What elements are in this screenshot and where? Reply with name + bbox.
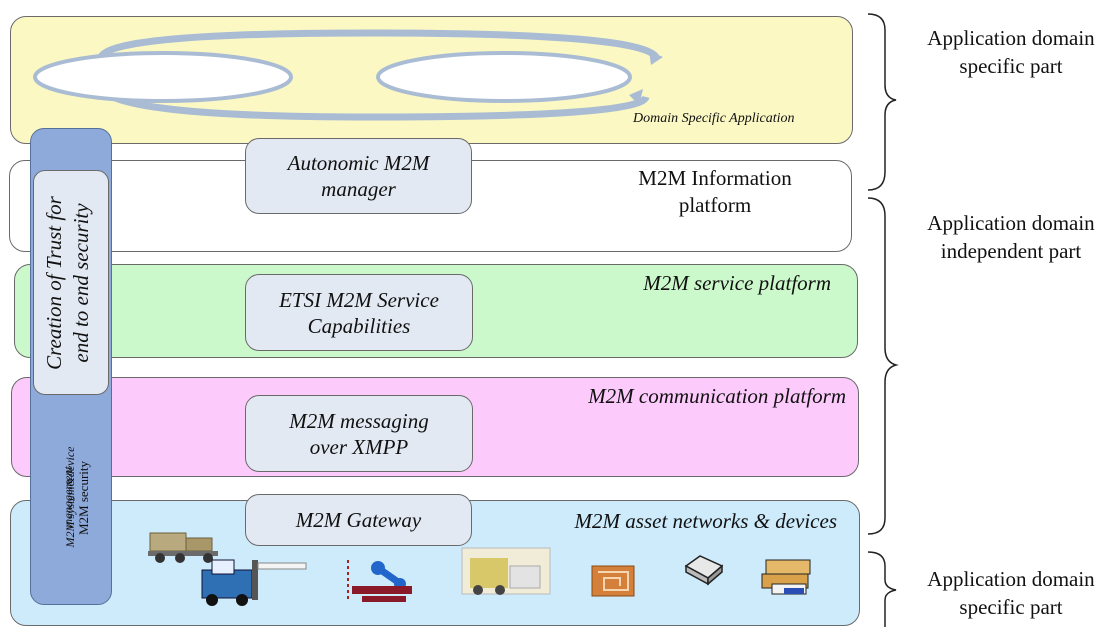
etsi-capabilities-box: ETSI M2M Service Capabilities bbox=[245, 274, 473, 351]
application-ellipse-left bbox=[33, 51, 293, 103]
service-platform-label: M2M service platform bbox=[643, 271, 831, 295]
security-label: M2M security bbox=[76, 460, 91, 536]
trust-box bbox=[33, 170, 109, 395]
asset-networks-label: M2M asset networks & devices bbox=[574, 509, 837, 533]
brace-top bbox=[867, 13, 897, 191]
side-label-top: Application domain specific part bbox=[927, 26, 1095, 78]
trust-label: Creation of Trust for end to end securit… bbox=[42, 196, 93, 370]
domain-specific-application-label: Domain Specific Application bbox=[633, 111, 795, 126]
application-cycle-graphic bbox=[33, 29, 663, 121]
autonomic-manager-box: Autonomic M2M manager bbox=[245, 138, 472, 214]
messaging-xmpp-box: M2M messaging over XMPP bbox=[245, 395, 473, 472]
gateway-box: M2M Gateway bbox=[245, 494, 472, 546]
side-label-bottom: Application domain specific part bbox=[927, 567, 1095, 619]
application-ellipse-right bbox=[376, 51, 632, 103]
brace-middle bbox=[867, 197, 899, 535]
side-label-middle: Application domain independent part bbox=[927, 211, 1095, 263]
brace-bottom bbox=[867, 551, 897, 627]
communication-platform-label: M2M communication platform bbox=[588, 384, 846, 408]
domain-specific-application-layer: Domain Specific Application bbox=[10, 16, 853, 144]
information-platform-label: M2M Information platform bbox=[638, 166, 792, 217]
